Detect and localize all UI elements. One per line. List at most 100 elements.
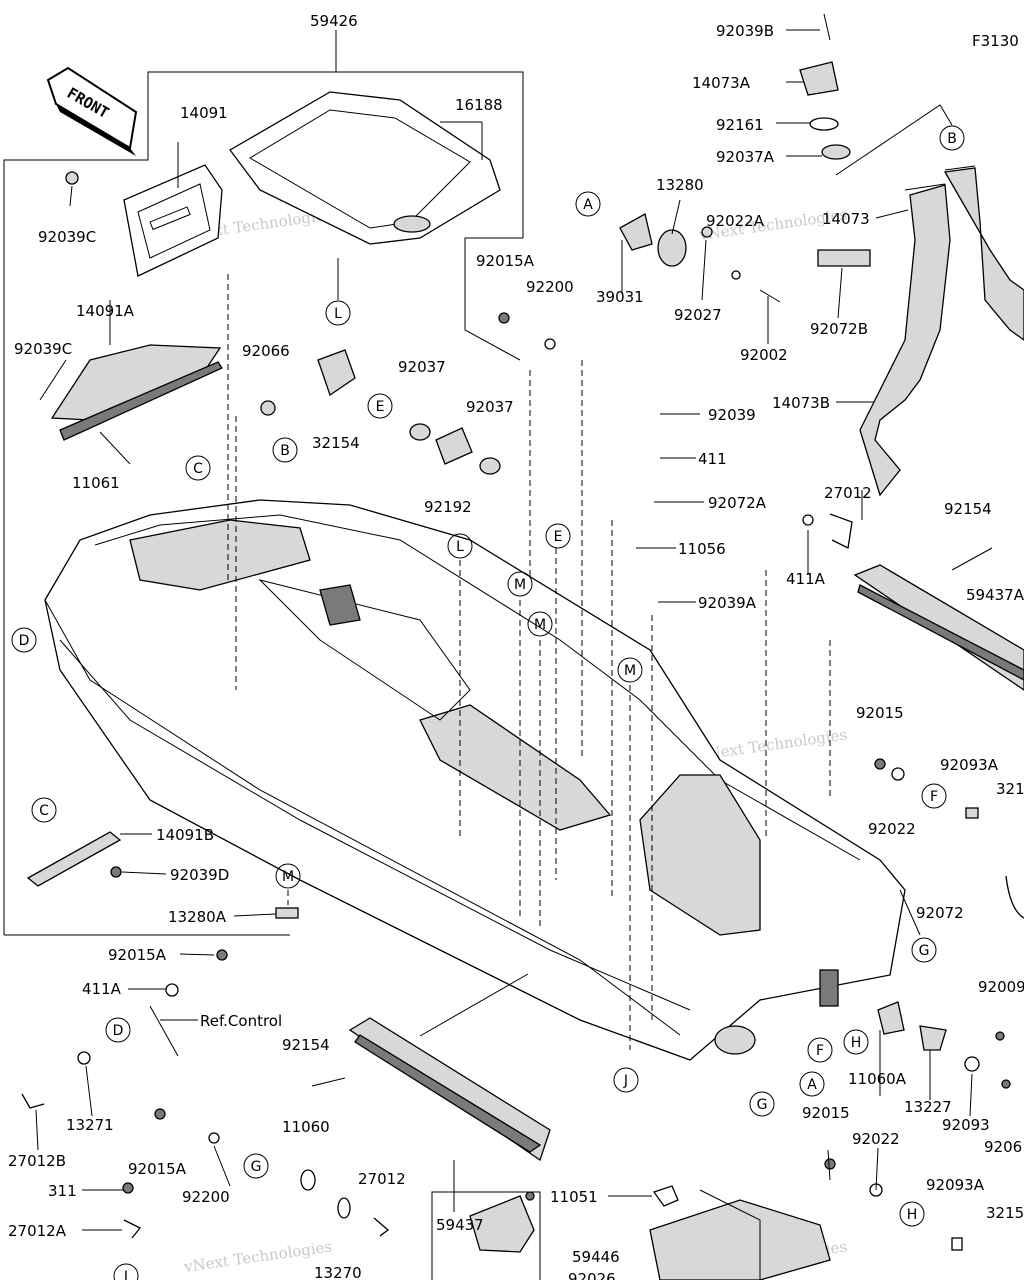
- part-label: 92022A: [706, 212, 765, 230]
- svg-text:H: H: [851, 1035, 862, 1051]
- callout-e: E: [545, 523, 571, 549]
- callout-m: M: [527, 611, 553, 637]
- callout-d: D: [11, 627, 37, 653]
- part-label: 92072B: [810, 320, 868, 338]
- part-label: 92093A: [940, 756, 999, 774]
- hatch-lid: [50, 344, 223, 441]
- callout-j: J: [613, 1067, 639, 1093]
- part-label: 92200: [182, 1188, 230, 1206]
- callout-m: M: [617, 657, 643, 683]
- callout-a: A: [575, 191, 601, 217]
- part-label: 92200: [526, 278, 574, 296]
- part-label: 92039: [708, 406, 756, 424]
- callout-e: E: [367, 393, 393, 419]
- callout-a: A: [799, 1071, 825, 1097]
- part-label: 11061: [72, 474, 120, 492]
- part-label: 92066: [242, 342, 290, 360]
- part-label: 11060: [282, 1118, 330, 1136]
- callout-l: L: [447, 533, 473, 559]
- callout-f: F: [921, 783, 947, 809]
- part-label: 3215: [986, 1204, 1024, 1222]
- part-label: 92072A: [708, 494, 767, 512]
- watermark-text: vNext Technologies: [182, 1237, 333, 1276]
- part-label: 13280A: [168, 908, 227, 926]
- part-label: 311: [48, 1182, 77, 1200]
- svg-text:B: B: [280, 443, 290, 459]
- part-label: 411A: [82, 980, 122, 998]
- part-label: 92037: [398, 358, 446, 376]
- svg-text:D: D: [19, 633, 30, 649]
- part-label: 92002: [740, 346, 788, 364]
- callout-g: G: [749, 1091, 775, 1117]
- part-label: 14091A: [76, 302, 135, 320]
- part-label: 92015A: [128, 1160, 187, 1178]
- callout-b: B: [272, 437, 298, 463]
- part-label: 27012A: [8, 1222, 67, 1240]
- part-label: 321: [996, 780, 1024, 798]
- part-label: 92154: [944, 500, 992, 518]
- part-label: 92027: [674, 306, 722, 324]
- callout-b: B: [939, 125, 965, 151]
- diagram-id: F3130: [972, 32, 1019, 50]
- callout-l: L: [325, 300, 351, 326]
- part-label: 32154: [312, 434, 360, 452]
- watermark-text: vNext Technologies: [697, 725, 848, 764]
- leader-lines: [35, 29, 973, 1280]
- part-label: 92015A: [476, 252, 535, 270]
- part-label: 92037A: [716, 148, 775, 166]
- part-label: 13270: [314, 1264, 362, 1280]
- svg-text:M: M: [534, 617, 546, 633]
- part-label: 92039C: [14, 340, 72, 358]
- callout-h: H: [899, 1201, 925, 1227]
- part-label: 92037: [466, 398, 514, 416]
- part-label: 39031: [596, 288, 644, 306]
- callout-d: D: [105, 1017, 131, 1043]
- hatch-cover: [123, 164, 223, 277]
- svg-text:A: A: [583, 197, 593, 213]
- svg-text:J: J: [623, 1073, 628, 1089]
- part-label: 92039D: [170, 866, 229, 884]
- svg-text:B: B: [947, 131, 957, 147]
- part-label: 92192: [424, 498, 472, 516]
- part-label: 92039C: [38, 228, 96, 246]
- callout-c: C: [31, 797, 57, 823]
- part-label: 11056: [678, 540, 726, 558]
- svg-text:F: F: [930, 789, 938, 805]
- svg-text:G: G: [251, 1159, 262, 1175]
- part-label: 92015A: [108, 946, 167, 964]
- callout-m: M: [275, 863, 301, 889]
- callout-h: H: [843, 1029, 869, 1055]
- part-label: 92009: [978, 978, 1024, 996]
- part-label: 9206: [984, 1138, 1022, 1156]
- part-label: 92072: [916, 904, 964, 922]
- part-label: 14091B: [156, 826, 214, 844]
- svg-text:C: C: [39, 803, 49, 819]
- storage-bin: [229, 91, 501, 245]
- part-label: 92154: [282, 1036, 330, 1054]
- callout-c: C: [185, 455, 211, 481]
- part-label: 59446: [572, 1248, 620, 1266]
- part-label: 14073: [822, 210, 870, 228]
- callout-m: M: [507, 571, 533, 597]
- part-label: 11060A: [848, 1070, 907, 1088]
- part-label: 92039B: [716, 22, 774, 40]
- svg-text:E: E: [376, 399, 385, 415]
- svg-text:L: L: [334, 306, 342, 322]
- intake-hoses: [859, 165, 1024, 497]
- svg-text:G: G: [757, 1097, 768, 1113]
- callout-j: J: [113, 1263, 139, 1280]
- part-label: 92015: [856, 704, 904, 722]
- part-label: 92022: [868, 820, 916, 838]
- part-label: 92161: [716, 116, 764, 134]
- part-label: 13280: [656, 176, 704, 194]
- svg-text:M: M: [624, 663, 636, 679]
- svg-text:C: C: [193, 461, 203, 477]
- part-label: 59437: [436, 1216, 484, 1234]
- part-label: 59426: [310, 12, 358, 30]
- part-label: 27012: [824, 484, 872, 502]
- part-label: 14073A: [692, 74, 751, 92]
- part-label: 92015: [802, 1104, 850, 1122]
- part-labels: F3130 59426 16188 14091 92039C 14091A 92…: [8, 12, 1024, 1280]
- svg-text:M: M: [282, 869, 294, 885]
- part-label: Ref.Control: [200, 1012, 282, 1030]
